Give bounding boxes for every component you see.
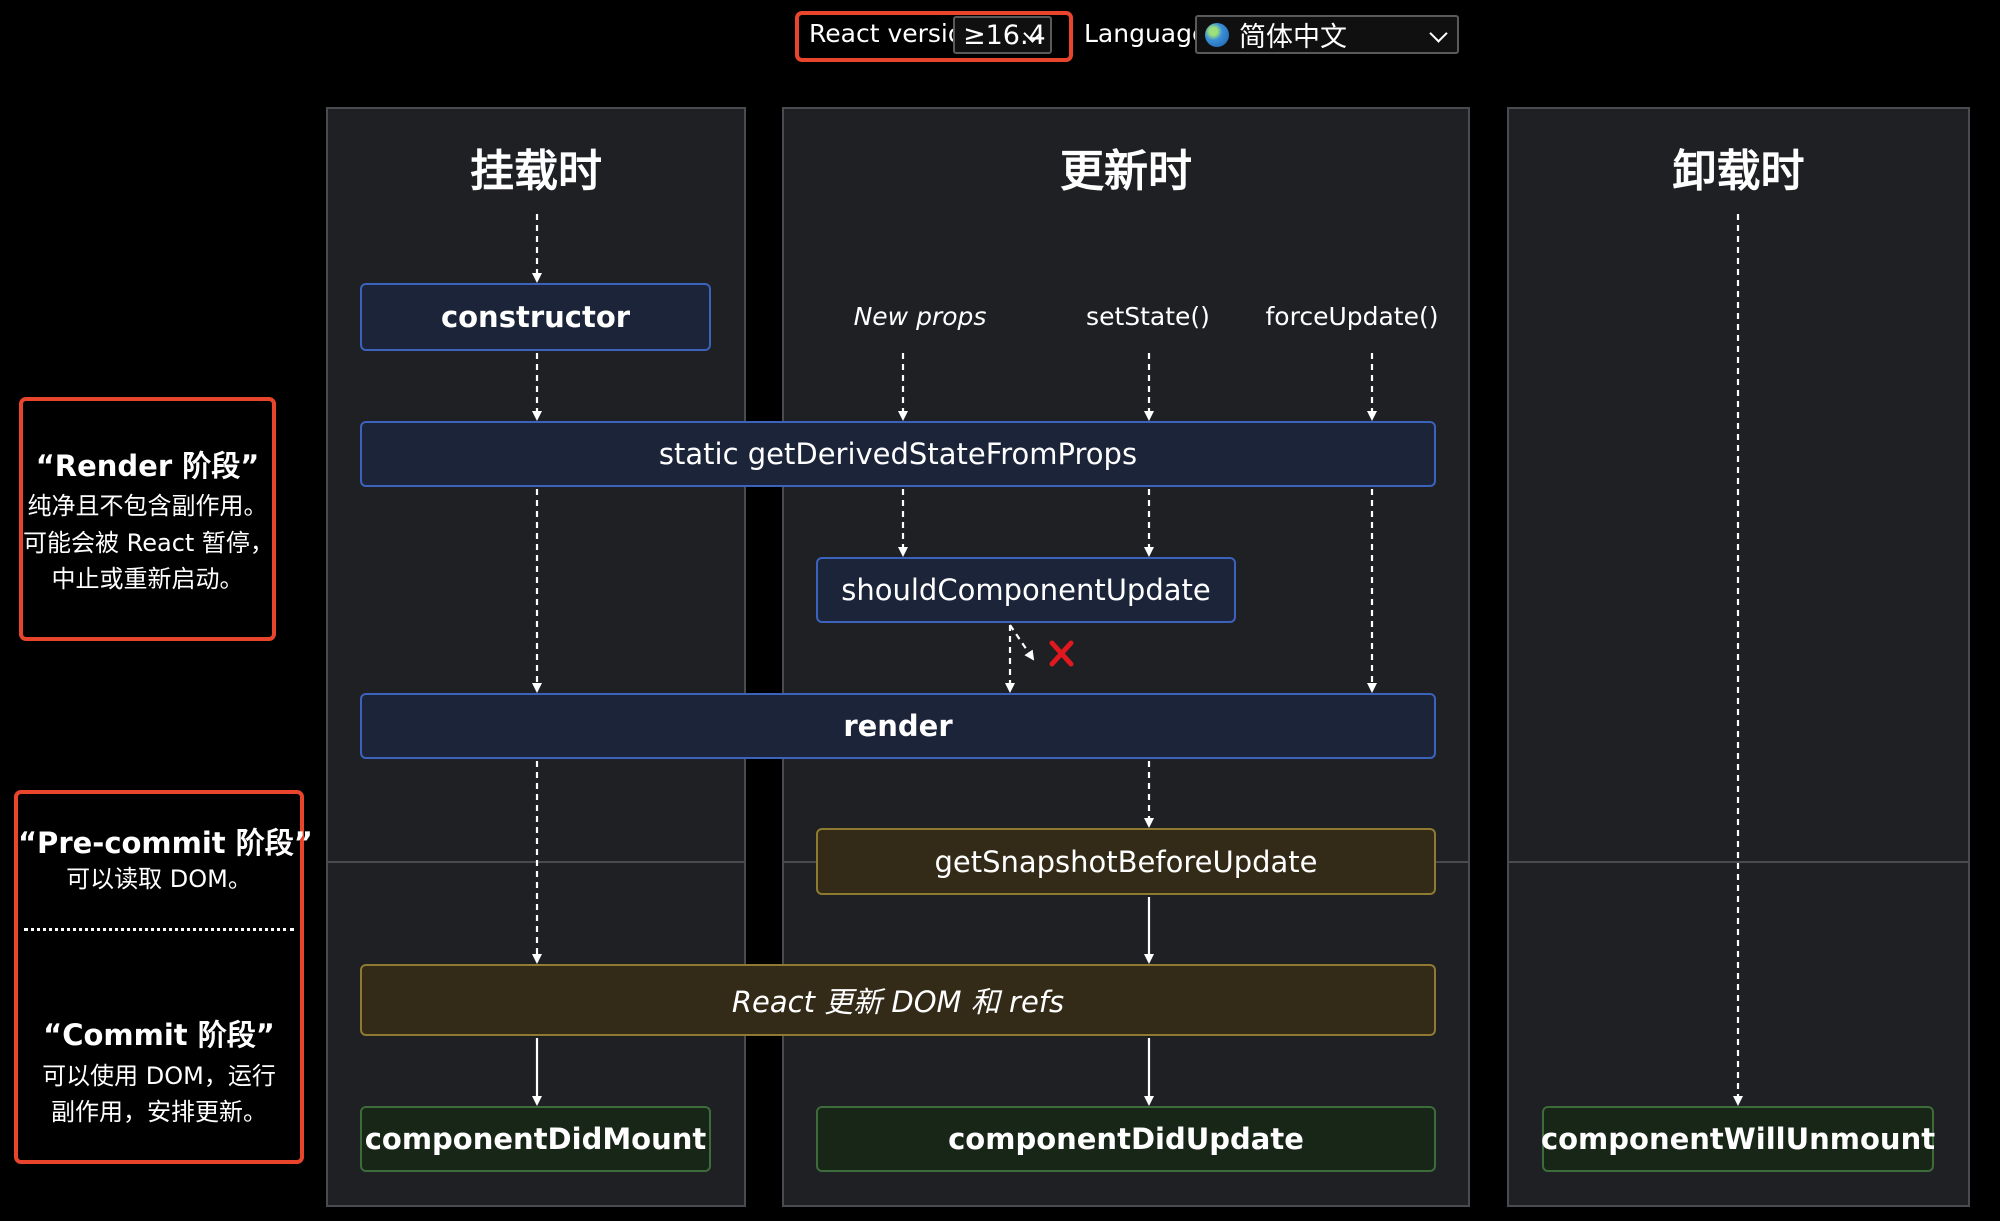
- commit-phase-line-1: 可以使用 DOM，运行: [42, 1062, 276, 1090]
- should-component-update-label: shouldComponentUpdate: [841, 573, 1211, 607]
- component-did-mount-box: componentDidMount: [360, 1106, 711, 1172]
- render-phase-line-2: 可能会被 React 暂停，: [23, 529, 274, 557]
- get-derived-state-from-props-box: static getDerivedStateFromProps: [360, 421, 1436, 487]
- get-snapshot-before-update-label: getSnapshotBeforeUpdate: [934, 844, 1318, 879]
- component-did-update-label: componentDidUpdate: [948, 1122, 1304, 1156]
- unmounting-title: 卸载时: [1672, 146, 1805, 197]
- render-label: render: [843, 709, 953, 743]
- trigger-force-update: forceUpdate(): [1265, 302, 1439, 331]
- unmounting-column: [1507, 107, 1970, 1207]
- render-phase-title: “Render 阶段”: [35, 449, 260, 483]
- render-phase-line-1: 纯净且不包含副作用。: [27, 492, 268, 520]
- trigger-set-state: setState(): [1086, 302, 1210, 331]
- updating-column: [782, 107, 1470, 1207]
- react-version-outline: [795, 11, 1073, 62]
- language-value: 简体中文: [1239, 22, 1347, 53]
- mounting-column: [326, 107, 746, 1207]
- commit-phases-note: “Pre-commit 阶段” 可以读取 DOM。 “Commit 阶段” 可以…: [14, 790, 313, 1164]
- component-will-unmount-label: componentWillUnmount: [1540, 1122, 1936, 1156]
- react-version-label: React version: [809, 19, 980, 48]
- language-select[interactable]: 简体中文: [1195, 15, 1459, 54]
- component-did-update-box: componentDidUpdate: [816, 1106, 1436, 1172]
- get-derived-state-from-props-label: static getDerivedStateFromProps: [658, 437, 1138, 471]
- render-phase-line-3: 中止或重新启动。: [51, 565, 244, 593]
- render-phase-note: “Render 阶段” 纯净且不包含副作用。 可能会被 React 暂停， 中止…: [19, 397, 276, 641]
- component-did-mount-label: componentDidMount: [364, 1122, 707, 1156]
- commit-phase-title: “Commit 阶段”: [43, 1018, 275, 1052]
- unmounting-phase-divider: [1509, 861, 1968, 863]
- language-label: Language: [1084, 19, 1208, 48]
- react-updates-dom-label: React 更新 DOM 和 refs: [731, 985, 1065, 1019]
- mounting-title: 挂载时: [470, 146, 602, 197]
- commit-phase-line-2: 副作用，安排更新。: [51, 1098, 267, 1126]
- constructor-box: constructor: [360, 283, 711, 351]
- component-will-unmount-box: componentWillUnmount: [1540, 1106, 1936, 1172]
- render-box: render: [360, 693, 1436, 759]
- react-updates-dom-box: React 更新 DOM 和 refs: [360, 964, 1436, 1036]
- updating-title: 更新时: [1060, 146, 1192, 197]
- pre-commit-phase-title: “Pre-commit 阶段”: [18, 826, 313, 860]
- react-version-select[interactable]: ≥16.4: [953, 16, 1052, 54]
- mounting-phase-divider: [328, 861, 744, 863]
- chevron-down-icon: [1429, 24, 1448, 43]
- pre-commit-phase-line-1: 可以读取 DOM。: [66, 865, 252, 893]
- constructor-label: constructor: [440, 300, 631, 334]
- get-snapshot-before-update-box: getSnapshotBeforeUpdate: [816, 828, 1436, 895]
- phase-dotted-divider: [24, 928, 294, 931]
- globe-icon: [1205, 22, 1229, 47]
- react-version-value: ≥16.4: [963, 19, 1046, 51]
- trigger-new-props: New props: [853, 302, 987, 331]
- should-component-update-box: shouldComponentUpdate: [816, 557, 1236, 623]
